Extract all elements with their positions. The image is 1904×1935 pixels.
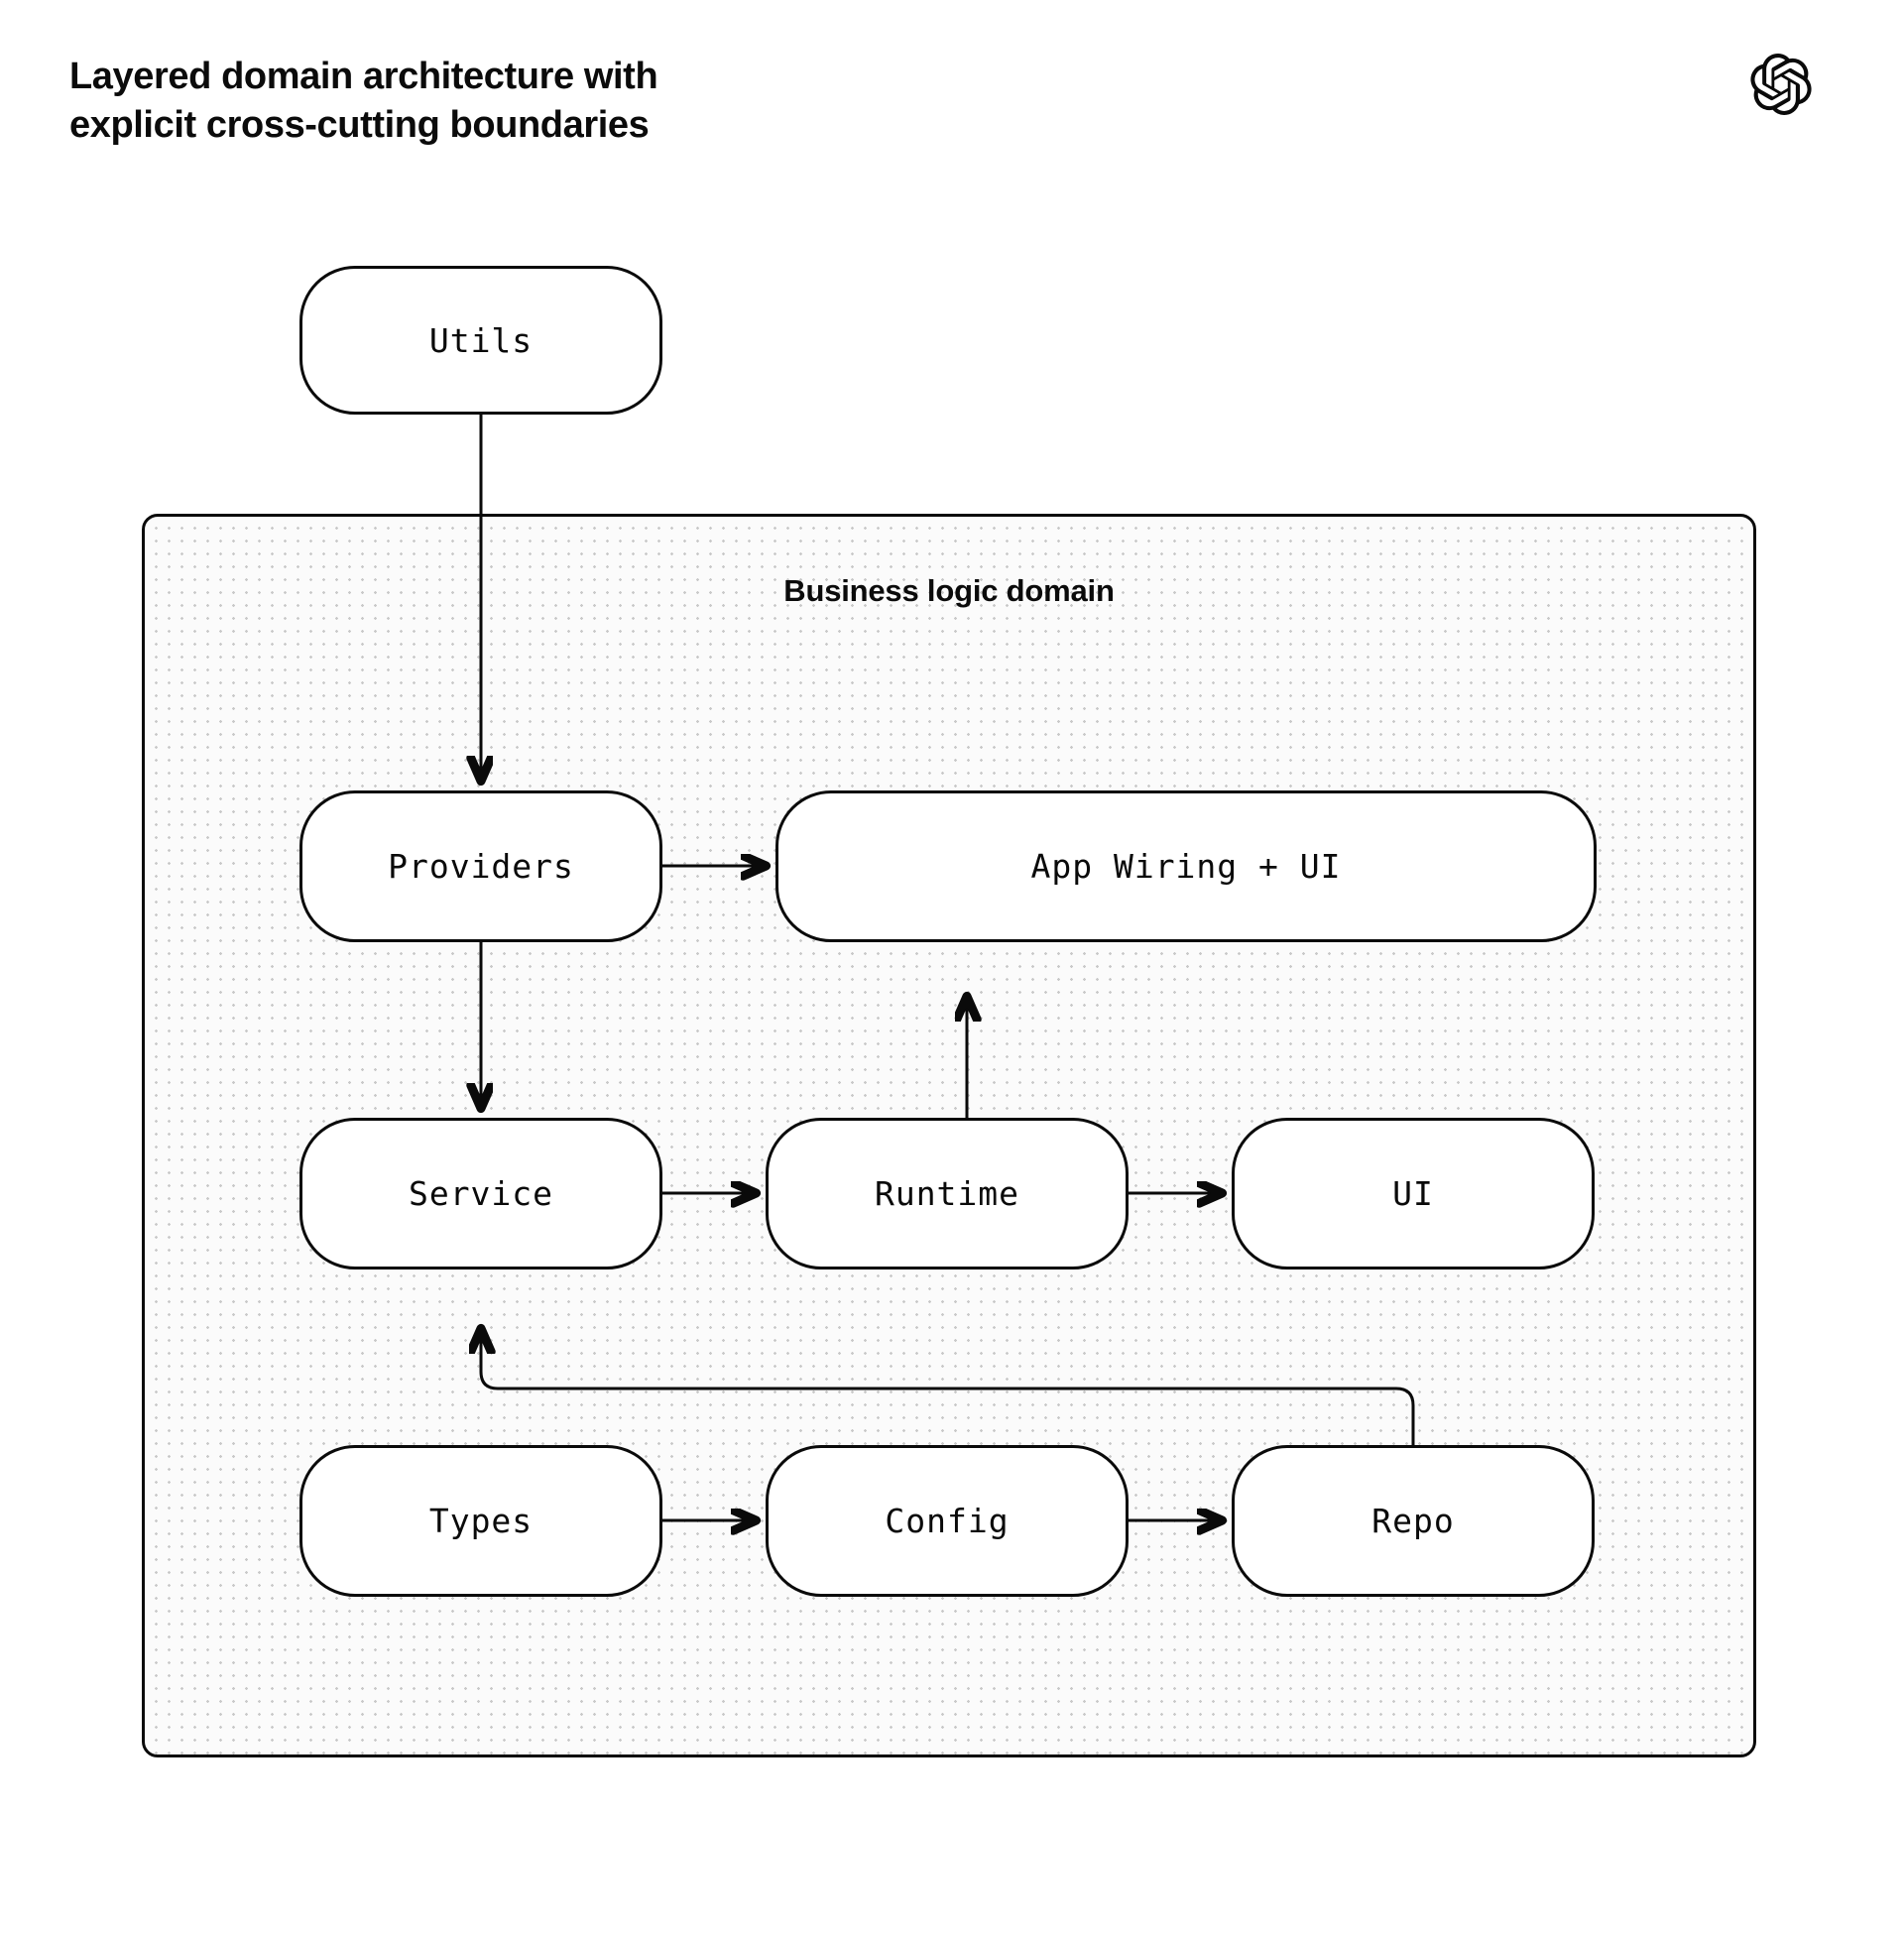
node-runtime-label: Runtime — [874, 1174, 1020, 1213]
node-utils-label: Utils — [428, 320, 534, 360]
node-providers-label: Providers — [388, 847, 574, 886]
node-service-label: Service — [408, 1174, 554, 1213]
node-utils[interactable]: Utils — [299, 266, 662, 415]
node-providers[interactable]: Providers — [299, 790, 662, 942]
node-ui-label: UI — [1392, 1174, 1434, 1213]
node-ui[interactable]: UI — [1232, 1118, 1595, 1270]
node-app-wiring-ui-label: App Wiring + UI — [1030, 847, 1342, 886]
node-repo[interactable]: Repo — [1232, 1445, 1595, 1597]
node-runtime[interactable]: Runtime — [766, 1118, 1129, 1270]
node-types[interactable]: Types — [299, 1445, 662, 1597]
business-logic-domain-label: Business logic domain — [783, 573, 1115, 608]
node-service[interactable]: Service — [299, 1118, 662, 1270]
page-title: Layered domain architecture with explici… — [69, 56, 658, 146]
openai-logo-icon — [1750, 54, 1812, 116]
node-config-label: Config — [885, 1502, 1010, 1540]
node-config[interactable]: Config — [766, 1445, 1129, 1597]
node-types-label: Types — [428, 1502, 534, 1540]
node-repo-label: Repo — [1371, 1502, 1455, 1540]
node-app-wiring-ui[interactable]: App Wiring + UI — [775, 790, 1597, 942]
